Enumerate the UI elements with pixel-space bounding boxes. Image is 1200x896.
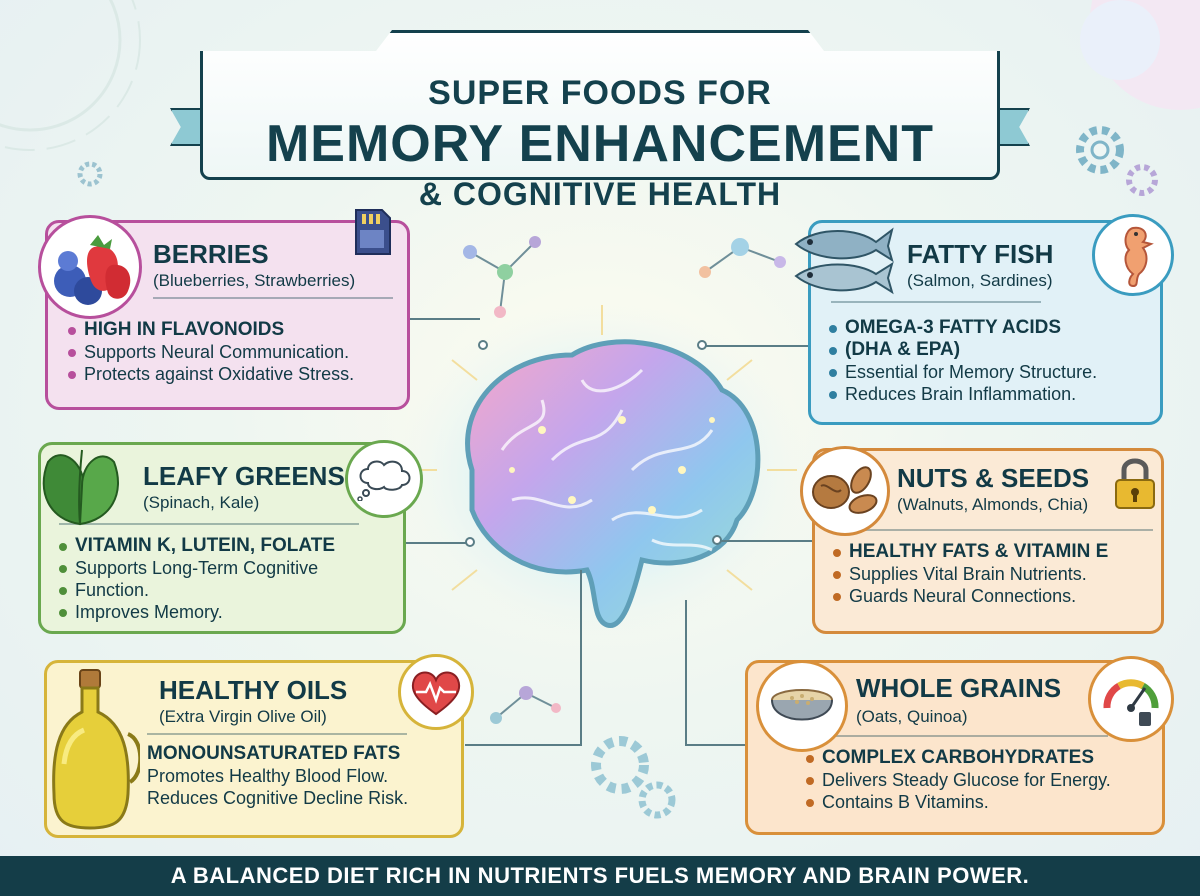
card-subtitle: (Blueberries, Strawberries) (153, 271, 356, 290)
card-title: LEAFY GREENS (143, 461, 345, 491)
berries-icon (54, 235, 131, 305)
thought-cloud-icon (357, 460, 411, 501)
point: Contains B Vitamins. (804, 791, 1111, 813)
card-title: FATTY FISH (907, 239, 1054, 269)
card-title: NUTS & SEEDS (897, 463, 1090, 493)
title-banner: SUPER FOODS FOR MEMORY ENHANCEMENT & COG… (200, 30, 1000, 212)
divider (833, 529, 1153, 531)
point: Promotes Healthy Blood Flow. (147, 766, 389, 786)
point: Delivers Steady Glucose for Energy. (804, 769, 1111, 791)
molecule-icon (490, 686, 561, 724)
card-nuts-seeds: NUTS & SEEDS (Walnuts, Almonds, Chia) HE… (812, 448, 1164, 634)
card-leafy-greens: LEAFY GREENS (Spinach, Kale) VITAMIN K, … (38, 442, 406, 634)
grain-bowl-icon (771, 689, 833, 721)
connector-line (580, 570, 582, 745)
connector-node (465, 537, 475, 547)
connector-line (685, 744, 745, 746)
gauge-icon (1103, 679, 1159, 726)
molecule-icon (699, 238, 786, 278)
connector-line (406, 542, 466, 544)
card-subtitle: (Walnuts, Almonds, Chia) (897, 495, 1089, 514)
divider (59, 523, 359, 525)
point: Essential for Memory Structure. (827, 361, 1097, 383)
brain-illustration (397, 300, 807, 640)
point-headline: OMEGA-3 FATTY ACIDS (827, 317, 1097, 339)
footer-banner: A BALANCED DIET RICH IN NUTRIENTS FUELS … (0, 856, 1200, 896)
heart-icon-frame (398, 654, 474, 730)
heart-pulse-icon (411, 671, 461, 716)
divider (778, 735, 1108, 737)
gear-icon (1126, 164, 1158, 196)
title-line-2: MEMORY ENHANCEMENT (265, 115, 935, 173)
connector-line (410, 318, 480, 320)
padlock-icon (1115, 458, 1155, 509)
divider (153, 297, 393, 299)
card-points: HIGH IN FLAVONOIDS Supports Neural Commu… (66, 319, 354, 385)
connector-line (720, 540, 812, 542)
point: Protects against Oxidative Stress. (66, 363, 354, 385)
card-subtitle: (Spinach, Kale) (143, 493, 260, 512)
point-headline: MONOUNSATURATED FATS (147, 743, 401, 764)
connector-line (685, 600, 687, 745)
connector-line (465, 744, 582, 746)
title-line-1: SUPER FOODS FOR (428, 74, 772, 112)
gauge-icon-frame (1088, 656, 1174, 742)
point-headline: VITAMIN K, LUTEIN, FOLATE (57, 535, 335, 557)
gear-icon (591, 736, 676, 819)
point: Guards Neural Connections. (831, 585, 1108, 607)
card-points: HEALTHY FATS & VITAMIN E Supplies Vital … (831, 541, 1108, 607)
card-subtitle: (Oats, Quinoa) (856, 707, 968, 726)
title-plate (200, 30, 1000, 180)
point-headline: COMPLEX CARBOHYDRATES (804, 747, 1111, 769)
gear-icon (1076, 126, 1124, 174)
olive-oil-bottle-icon (52, 669, 140, 830)
sd-card-icon (355, 209, 391, 255)
spinach-icon (42, 449, 119, 526)
connector-node (697, 340, 707, 350)
point: Improves Memory. (57, 601, 335, 623)
card-subtitle: (Extra Virgin Olive Oil) (159, 707, 327, 726)
card-subtitle: (Salmon, Sardines) (907, 271, 1053, 290)
point-headline-cont: (DHA & EPA) (827, 339, 1097, 361)
point-cont: Function. (57, 579, 335, 601)
point: Reduces Cognitive Decline Risk. (147, 788, 409, 808)
gear-icon (77, 161, 103, 187)
molecule-icon (463, 236, 541, 318)
card-points: VITAMIN K, LUTEIN, FOLATE Supports Long-… (57, 535, 335, 623)
card-points: COMPLEX CARBOHYDRATES Delivers Steady Gl… (804, 747, 1111, 813)
point: Reduces Brain Inflammation. (827, 383, 1097, 405)
point-headline: HIGH IN FLAVONOIDS (66, 319, 354, 341)
seahorse-icon (1124, 226, 1154, 288)
card-title: BERRIES (153, 239, 269, 269)
point: Supports Neural Communication. (66, 341, 354, 363)
connector-line (705, 345, 810, 347)
card-healthy-oils-points: MONOUNSATURATED FATS Promotes Healthy Bl… (44, 660, 464, 838)
point-headline: HEALTHY FATS & VITAMIN E (831, 541, 1108, 563)
card-title: WHOLE GRAINS (856, 673, 1062, 703)
nuts-icon (812, 466, 878, 514)
fish-icon (794, 227, 894, 295)
divider (831, 301, 1041, 303)
connector-node (712, 535, 722, 545)
card-points: OMEGA-3 FATTY ACIDS (DHA & EPA) Essentia… (827, 317, 1097, 405)
point: Supports Long-Term Cognitive (57, 557, 335, 579)
point: Supplies Vital Brain Nutrients. (831, 563, 1108, 585)
connector-node (478, 340, 488, 350)
card-points: MONOUNSATURATED FATS Promotes Healthy Bl… (147, 743, 408, 809)
title-line-3: & COGNITIVE HEALTH (418, 176, 782, 212)
card-title: HEALTHY OILS (159, 675, 348, 705)
divider (147, 733, 407, 735)
